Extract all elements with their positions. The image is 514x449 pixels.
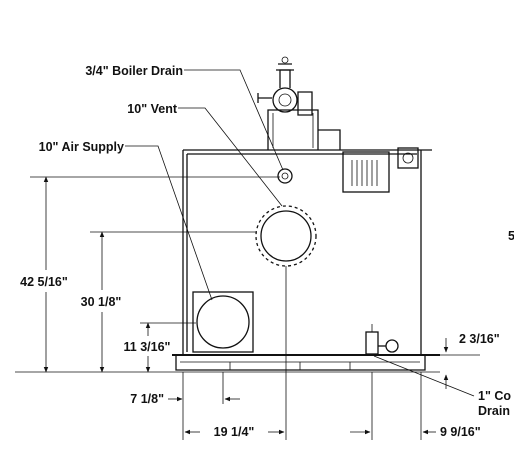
- horizontal-dimensions: [168, 266, 436, 440]
- air-supply-opening: [192, 291, 254, 353]
- dimension-labels: 42 5/16" 30 1/8" 11 3/16" 7 1/8" 19 1/4"…: [20, 229, 514, 439]
- vent-opening: [255, 205, 317, 267]
- dim-19-1-4: 19 1/4": [214, 425, 255, 439]
- callout-leaders: [125, 69, 475, 397]
- dim-11-3-16: 11 3/16": [124, 340, 171, 354]
- top-gas-valve-assembly: [257, 56, 319, 150]
- dim-2-3-16: 2 3/16": [459, 332, 500, 346]
- air-supply-label: 10" Air Supply: [39, 140, 124, 154]
- edge-number: 5: [508, 229, 514, 243]
- dim-9-9-16: 9 9/16": [440, 425, 481, 439]
- dim-30-1-8: 30 1/8": [81, 295, 122, 309]
- vertical-dimensions: [15, 176, 480, 389]
- dim-7-1-8: 7 1/8": [130, 392, 164, 406]
- dim-42-5-16: 42 5/16": [20, 275, 68, 289]
- boiler-drain-label: 3/4" Boiler Drain: [85, 64, 183, 78]
- condensate-drain-fitting: [365, 324, 399, 355]
- right-drain-label-line2: Drain: [478, 404, 510, 418]
- right-drain-label-line1: 1" Co: [478, 389, 511, 403]
- boiler-body: [172, 149, 440, 371]
- boiler-drain-fitting: [277, 168, 293, 184]
- junction-box: [318, 129, 419, 193]
- callout-labels: 3/4" Boiler Drain 10" Vent 10" Air Suppl…: [39, 64, 512, 418]
- vent-label: 10" Vent: [127, 102, 178, 116]
